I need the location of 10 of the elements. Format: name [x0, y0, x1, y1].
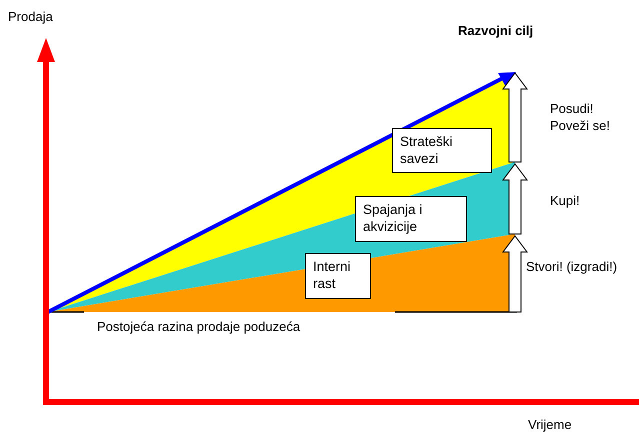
goal-heading: Razvojni cilj: [458, 22, 534, 39]
axis-title: Vrijeme: [528, 416, 572, 433]
strategy-label: Kupi!: [550, 192, 580, 209]
axis-title: Prodaja: [8, 8, 53, 25]
text-box: Spajanja i akvizicije: [355, 196, 467, 242]
text-box: Strateški savezi: [392, 128, 492, 173]
strategy-label: Stvori! (izgradi!): [526, 258, 618, 275]
strategy-label: Posudi! Poveži se!: [550, 100, 611, 134]
baseline-label: Postojeća razina prodaje poduzeća: [97, 318, 300, 335]
text-box: Interni rast: [305, 253, 371, 299]
